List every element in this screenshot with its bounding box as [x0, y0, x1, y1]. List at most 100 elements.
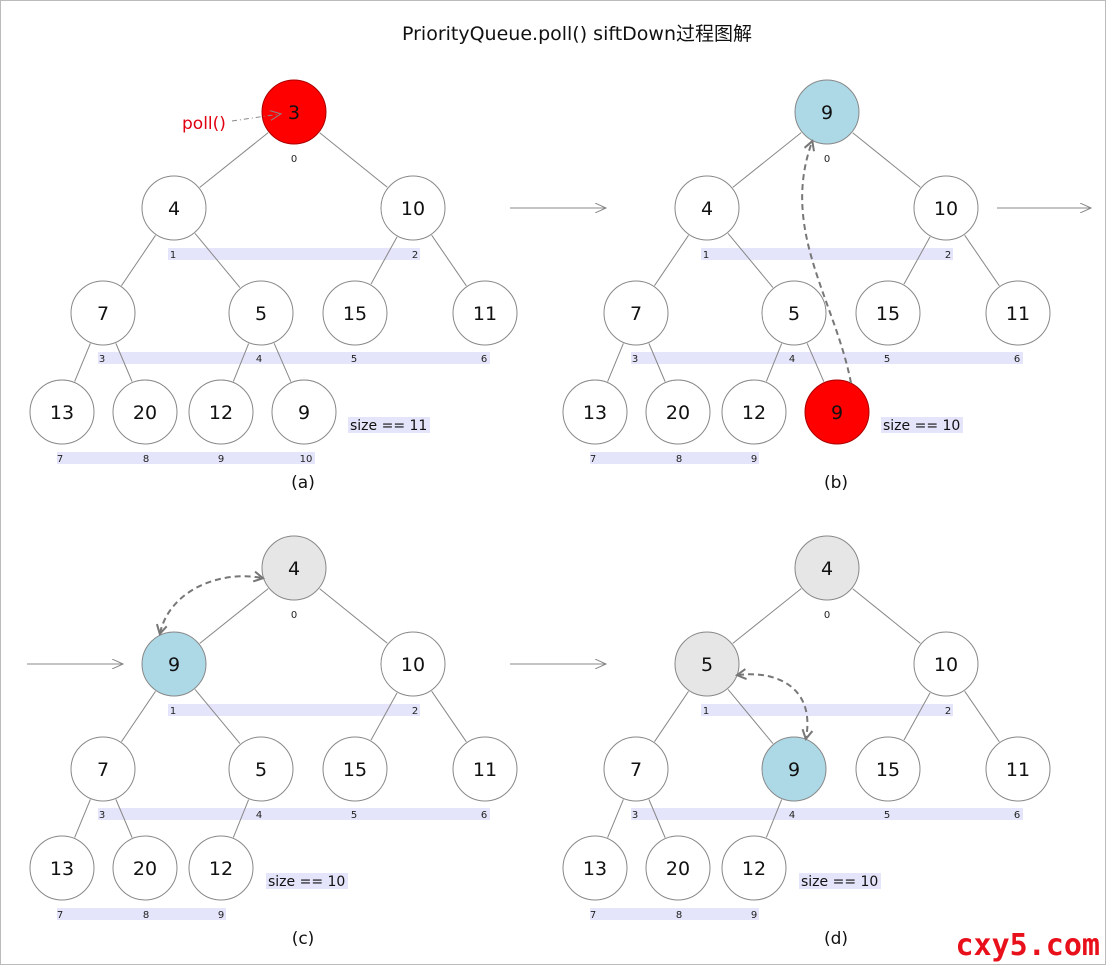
- index-bar: [701, 248, 953, 260]
- node-circle: [452, 280, 518, 346]
- heap-node: 20: [645, 835, 711, 901]
- size-bg: [266, 873, 348, 889]
- array-index: 1: [170, 706, 176, 717]
- tree-edge: [765, 343, 783, 382]
- heap-node: 3: [261, 79, 327, 145]
- node-value: 10: [934, 198, 958, 220]
- node-value: 13: [50, 402, 74, 424]
- array-index: 3: [632, 354, 638, 365]
- node-circle: [794, 79, 860, 145]
- node-circle: [70, 736, 136, 802]
- node-value: 10: [401, 198, 425, 220]
- node-circle: [322, 736, 388, 802]
- move-last-to-root-arrow: [801, 142, 852, 384]
- tree-edge: [852, 588, 921, 644]
- node-circle: [913, 175, 979, 241]
- array-index: 1: [170, 250, 176, 261]
- array-index: 1: [703, 250, 709, 261]
- array-index: 8: [676, 454, 682, 465]
- diagram-title: PriorityQueue.poll() siftDown过程图解: [402, 23, 752, 45]
- node-circle: [603, 280, 669, 346]
- heap-node: 15: [322, 280, 388, 346]
- node-circle: [721, 379, 787, 445]
- node-value: 11: [1006, 303, 1030, 325]
- panel-caption: (b): [824, 473, 848, 493]
- array-index: 6: [1014, 354, 1020, 365]
- node-circle: [261, 535, 327, 601]
- node-value: 20: [666, 402, 690, 424]
- heap-node: 20: [112, 379, 178, 445]
- heap-node: 5: [228, 280, 294, 346]
- heap-node: 12: [188, 379, 254, 445]
- array-index: 2: [945, 250, 951, 261]
- array-index: 0: [291, 610, 297, 621]
- heap-node: 4: [674, 175, 740, 241]
- array-index: 8: [676, 910, 682, 921]
- heap-node: 10: [380, 631, 446, 697]
- panel-caption: (c): [292, 929, 315, 949]
- array-index: 4: [789, 810, 795, 821]
- array-index: 9: [218, 910, 224, 921]
- tree-edge: [806, 343, 825, 382]
- tree-edge: [115, 799, 133, 838]
- index-bar: [168, 704, 420, 716]
- node-value: 13: [583, 402, 607, 424]
- node-circle: [380, 175, 446, 241]
- node-value: 15: [343, 759, 367, 781]
- tree-edge: [370, 236, 398, 285]
- heap-node: 7: [70, 280, 136, 346]
- node-value: 12: [209, 858, 233, 880]
- array-index: 0: [824, 154, 830, 165]
- array-index: 5: [884, 810, 890, 821]
- array-index: 3: [99, 810, 105, 821]
- size-label: size == 10: [883, 418, 960, 434]
- index-bar: [168, 248, 420, 260]
- tree-edge: [194, 689, 241, 744]
- tree-edge: [431, 690, 467, 743]
- array-index: 3: [632, 810, 638, 821]
- node-circle: [112, 835, 178, 901]
- node-circle: [645, 835, 711, 901]
- heap-node: 13: [562, 835, 628, 901]
- array-index: 2: [412, 706, 418, 717]
- heap-node: 7: [603, 736, 669, 802]
- node-value: 9: [168, 654, 180, 676]
- tree-edge: [732, 588, 802, 644]
- heap-node: 4: [261, 535, 327, 601]
- node-value: 7: [630, 303, 642, 325]
- array-index: 0: [291, 154, 297, 165]
- size-bg: [799, 873, 881, 889]
- node-circle: [228, 280, 294, 346]
- heap-node: 11: [452, 280, 518, 346]
- array-index: 1: [703, 706, 709, 717]
- node-circle: [261, 79, 327, 145]
- heap-node: 13: [29, 835, 95, 901]
- tree-edge: [273, 343, 292, 382]
- array-index: 3: [99, 354, 105, 365]
- heap-node: 9: [804, 379, 870, 445]
- tree-edge: [431, 234, 467, 287]
- node-value: 5: [255, 759, 267, 781]
- tree-edge: [370, 692, 398, 741]
- index-bar: [98, 352, 490, 364]
- node-circle: [562, 835, 628, 901]
- heap-node: 9: [761, 736, 827, 802]
- node-circle: [29, 379, 95, 445]
- array-index: 0: [824, 610, 830, 621]
- node-circle: [855, 280, 921, 346]
- heap-node: 15: [855, 736, 921, 802]
- tree-edge: [194, 233, 241, 288]
- heap-node: 4: [794, 535, 860, 601]
- array-index: 2: [412, 250, 418, 261]
- node-value: 11: [473, 303, 497, 325]
- node-value: 5: [255, 303, 267, 325]
- index-bar: [631, 352, 1023, 364]
- node-circle: [913, 631, 979, 697]
- array-index: 4: [256, 810, 262, 821]
- index-bar: [590, 908, 759, 920]
- node-value: 9: [788, 759, 800, 781]
- array-index: 7: [590, 910, 596, 921]
- node-value: 20: [666, 858, 690, 880]
